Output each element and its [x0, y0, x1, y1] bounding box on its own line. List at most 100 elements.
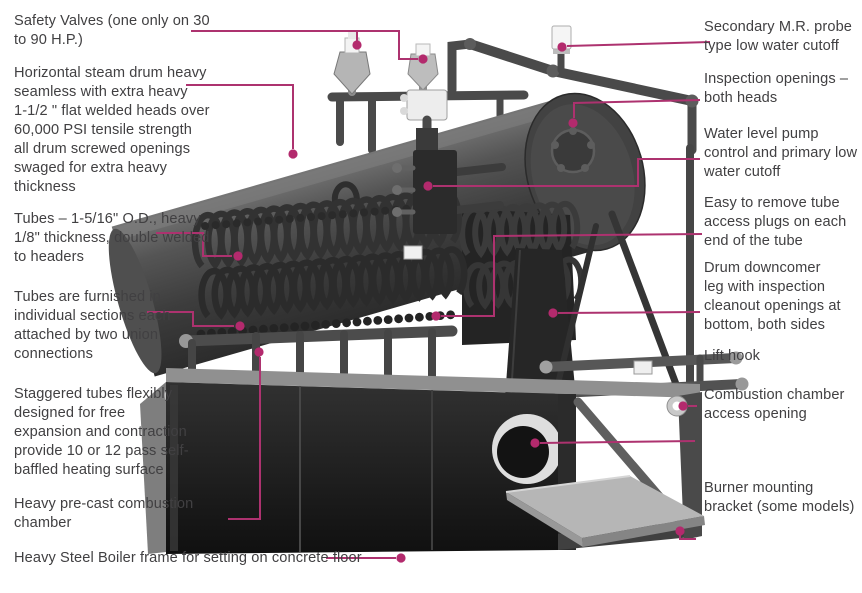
safety-valve-left	[333, 32, 371, 96]
label-line: designed for free	[14, 405, 126, 421]
label-line: end of the tube	[704, 233, 803, 249]
tube-header-nub	[279, 323, 289, 332]
tube-header-nub	[259, 324, 268, 334]
label-line: bracket (some models)	[704, 499, 855, 515]
label-line: 1/8" thickness, double welded	[14, 230, 210, 246]
label-steam-drum: Horizontal steam drum heavy seamless with…	[14, 64, 210, 197]
label-line: Tubes are furnished in	[14, 289, 161, 305]
leader-dot-tubes-sections	[235, 321, 245, 331]
label-line: water cutoff	[704, 164, 781, 180]
tube-header-nub	[370, 207, 379, 216]
downcomer-leg	[505, 248, 576, 398]
leader-dot-tubes-od	[233, 251, 243, 261]
leader-tube-access-plugs	[441, 233, 703, 317]
label-line: Safety Valves (one only on 30	[14, 13, 210, 29]
coil-row	[198, 246, 468, 320]
label-line: type low water cutoff	[704, 38, 839, 54]
label-line: Inspection openings –	[704, 71, 849, 87]
label-line: swaged for extra heavy	[14, 160, 168, 176]
leader-dot-precast-chamber	[254, 347, 264, 357]
leader-dot-steel-frame	[396, 553, 406, 563]
tube-header-nub	[338, 210, 347, 219]
label-lift-hook: Lift hook	[704, 347, 760, 366]
leader-dot-safety-valves	[352, 40, 362, 50]
label-steel-frame: Heavy Steel Boiler frame for setting on …	[14, 549, 362, 568]
label-line: control and primary low	[704, 145, 858, 161]
tube-header-nub	[360, 208, 368, 217]
label-line: Easy to remove tube	[704, 195, 840, 211]
tube-header-nub	[264, 216, 273, 225]
tube-header-nub	[222, 220, 231, 229]
label-line: Secondary M.R. probe	[704, 19, 853, 35]
label-line: access opening	[704, 406, 807, 422]
label-line: provide 10 or 12 pass self-	[14, 443, 189, 459]
tube-header-nub	[296, 213, 305, 222]
leader-safety-valves	[357, 30, 418, 60]
tube-header-nub	[342, 318, 351, 328]
tube-header-nub	[311, 320, 320, 330]
tube-header-nub	[349, 209, 358, 218]
tube-header-nub	[232, 219, 241, 228]
label-line: Heavy pre-cast combustion	[14, 496, 194, 512]
label-line: leg with inspection	[704, 279, 826, 295]
tube-header-nub	[243, 218, 252, 227]
label-tube-access-plugs: Easy to remove tube access plugs on each e…	[704, 194, 846, 251]
label-staggered-tubes: Staggered tubes flexibly designed for fre…	[14, 385, 189, 480]
label-inspection-openings: Inspection openings – both heads	[704, 70, 848, 108]
label-line: Lift hook	[704, 348, 761, 364]
label-line: Horizontal steam drum heavy	[14, 65, 207, 81]
tube-header-nub	[285, 214, 294, 223]
label-line: connections	[14, 346, 93, 362]
tube-header-nub	[446, 310, 455, 320]
tube-header-nub	[290, 322, 299, 332]
white-tee-fitting	[403, 245, 423, 260]
leader-tubes-sections	[147, 311, 234, 327]
leader-drum-downcomer	[557, 311, 701, 314]
label-line: access plugs on each	[704, 214, 847, 230]
leader-dot-tube-access-plugs	[431, 311, 441, 321]
leader-combustion-access	[539, 440, 696, 444]
tube-header-nub	[321, 320, 331, 329]
label-line: both heads	[704, 90, 778, 106]
label-line: Drum downcomer	[704, 260, 821, 276]
water-column	[392, 128, 506, 260]
label-secondary-probe: Secondary M.R. probe type low water cutof…	[704, 18, 852, 56]
tube-header-nub	[307, 213, 315, 221]
tube-header-nub	[254, 217, 262, 226]
label-line: Burner mounting	[704, 480, 814, 496]
leader-dot-burner-bracket	[675, 526, 685, 536]
leader-secondary-probe	[566, 41, 711, 47]
leader-dot-drum-downcomer	[548, 308, 558, 318]
label-line: attached by two union	[14, 327, 159, 343]
frame-top-rim	[166, 368, 700, 398]
label-line: all drum screwed openings	[14, 141, 191, 157]
label-line: chamber	[14, 515, 72, 531]
drum-lifting-lug	[331, 181, 360, 206]
label-line: Tubes – 1-5/16" O.D., heavy	[14, 211, 201, 227]
label-line: 1-1/2 " flat welded heads over	[14, 103, 210, 119]
label-line: seamless with extra heavy	[14, 84, 188, 100]
tube-header-nub	[317, 212, 326, 221]
head-inspection-cover	[550, 127, 596, 174]
label-line: to 90 H.P.)	[14, 32, 83, 48]
leader-tubes-od	[156, 232, 232, 257]
label-line: Staggered tubes flexibly	[14, 386, 173, 402]
label-line: thickness	[14, 179, 76, 195]
label-line: 60,000 PSI tensile strength	[14, 122, 192, 138]
label-line: bottom, both sides	[704, 317, 826, 333]
tube-header-nub	[328, 211, 337, 220]
leader-dot-safety-valves	[418, 54, 428, 64]
leader-dot-inspection-openings	[568, 118, 578, 128]
label-safety-valves: Safety Valves (one only on 30 to 90 H.P.)	[14, 12, 210, 50]
label-line: Heavy Steel Boiler frame for setting on …	[14, 550, 362, 566]
frame-right-post	[678, 392, 702, 540]
combustion-chamber-front	[166, 382, 558, 554]
leader-dot-steam-drum	[288, 149, 298, 159]
tube-header-nub	[363, 316, 372, 326]
